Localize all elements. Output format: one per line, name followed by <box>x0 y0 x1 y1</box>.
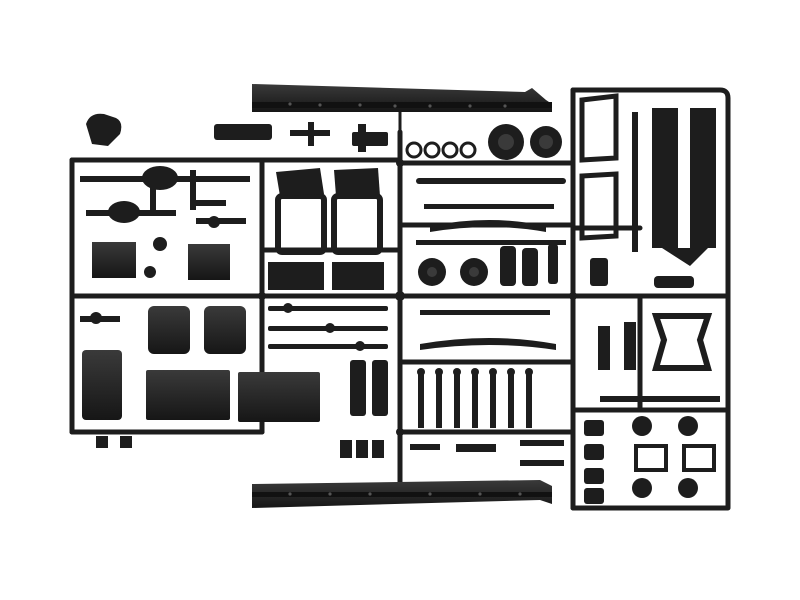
seat-frame-tops <box>268 168 384 290</box>
small-brackets-top <box>214 122 388 152</box>
small-links-bottom <box>410 440 564 466</box>
frame-rail-bottom <box>252 480 552 508</box>
small-fittings-left <box>144 200 246 278</box>
seat-frames <box>275 193 383 255</box>
leaf-springs <box>420 310 556 350</box>
fuel-tanks <box>82 306 320 422</box>
frame-rail-top <box>252 84 552 132</box>
wheel-hubs <box>405 124 562 160</box>
fuel-tanks-side <box>579 93 716 266</box>
spring-hangers <box>584 396 720 504</box>
brake-drums <box>418 244 558 286</box>
tie-rods <box>268 303 388 351</box>
small-fittings-lower-left <box>80 312 132 448</box>
shock-absorbers <box>417 368 533 428</box>
axle-housings <box>80 113 250 223</box>
front-axle-bars <box>416 178 566 245</box>
mud-flap-brackets <box>340 360 388 458</box>
sprue-nubs <box>258 159 577 436</box>
crossmember-lower-right <box>590 258 713 371</box>
battery-boxes <box>92 242 230 280</box>
